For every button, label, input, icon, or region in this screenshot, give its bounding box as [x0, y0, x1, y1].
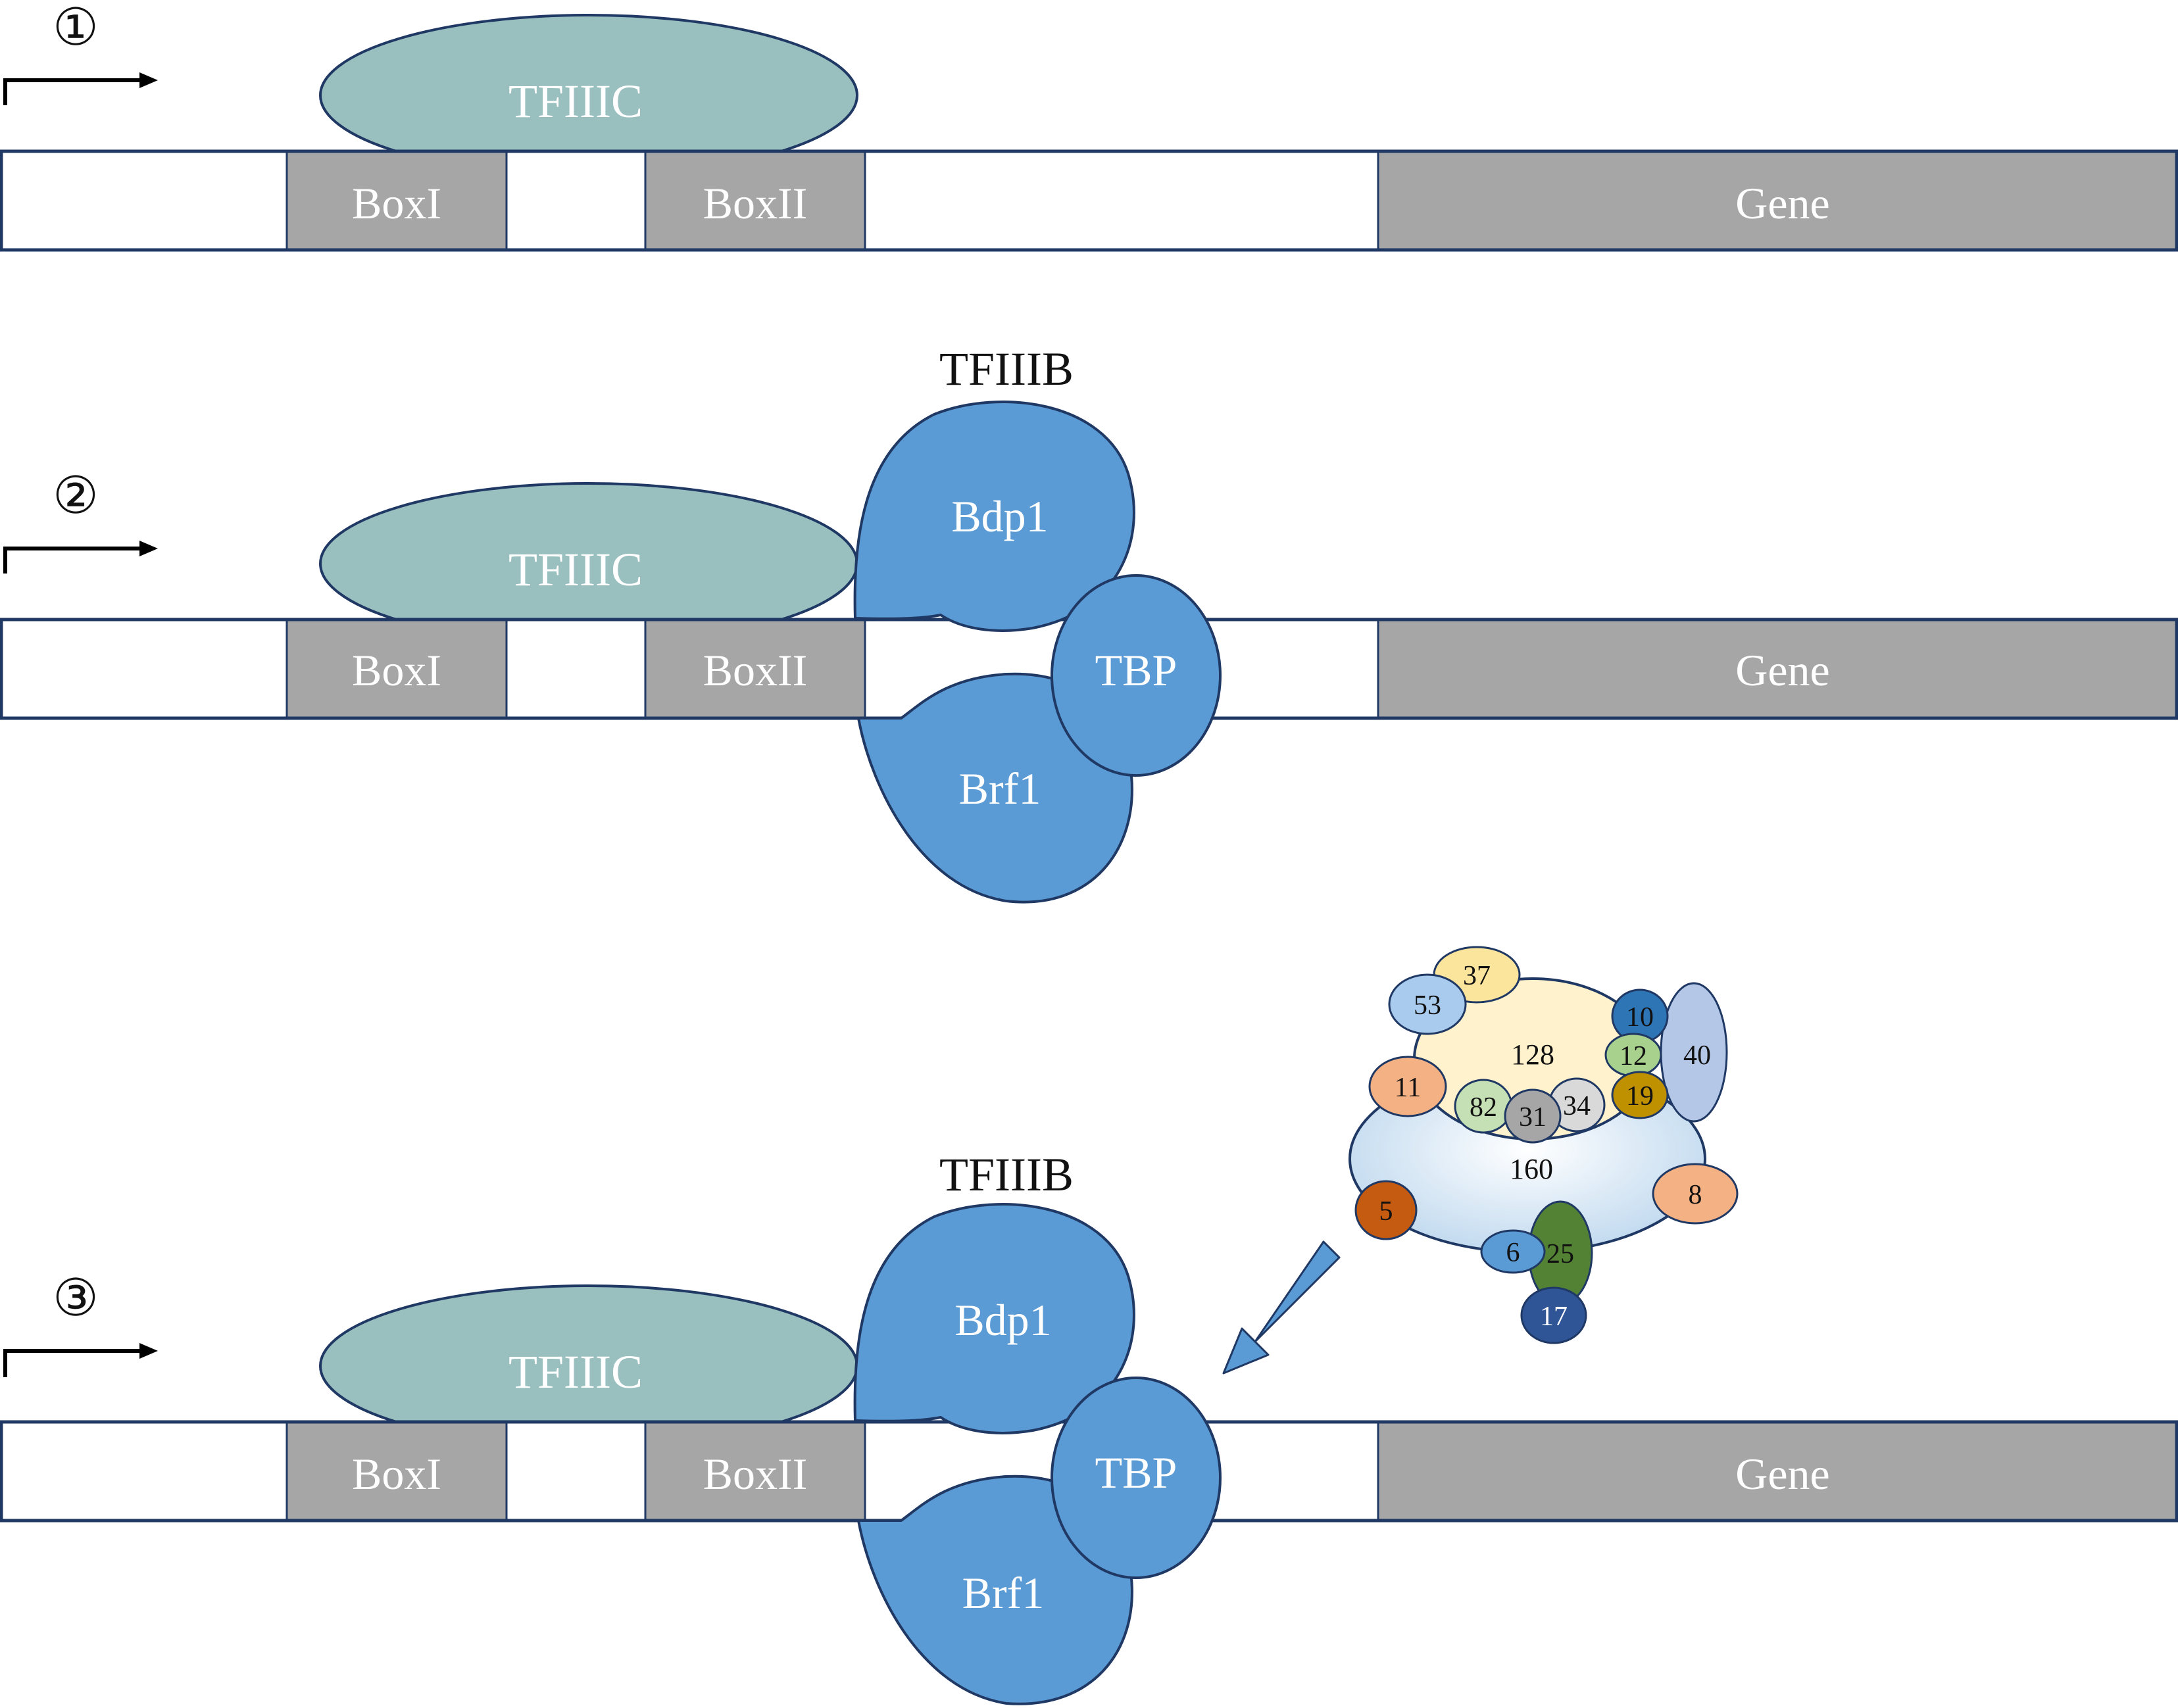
bdp1-label: Bdp1: [951, 491, 1048, 541]
tfiiic-label: TFIIIC: [508, 543, 643, 596]
step-2: ② TFIIIC BoxI BoxII Gene TFIIIB Bdp1 Brf…: [0, 343, 2178, 904]
gene-region: [1377, 150, 2178, 251]
dna-strand: [0, 149, 2178, 252]
bdp1-label: Bdp1: [954, 1295, 1051, 1345]
pol3-subunit-label: 10: [1626, 1002, 1654, 1033]
box-i-label: BoxI: [352, 178, 441, 228]
step-3-number: ③: [53, 1269, 99, 1327]
tbp-shape: [1051, 574, 1222, 777]
pol3-subunit-label: 19: [1626, 1081, 1654, 1111]
pol3-subunit-label: 8: [1689, 1180, 1702, 1210]
pol3-subunit-label: 53: [1414, 990, 1441, 1021]
pol3-subunit-53: [1388, 973, 1467, 1035]
pol3-subunit-label: 17: [1540, 1302, 1568, 1332]
pol3-subunit-17: [1520, 1286, 1587, 1344]
pol3-subunit-label: 25: [1547, 1239, 1574, 1269]
box-ii: [644, 150, 866, 251]
box-ii-label: BoxII: [703, 1449, 808, 1499]
brf1-label: Brf1: [959, 764, 1041, 814]
pol3-subunit-label: 12: [1620, 1041, 1647, 1071]
pol3-core-upper-label: 128: [1511, 1038, 1554, 1071]
brf1-shape: [856, 672, 1133, 904]
box-ii-label: BoxII: [703, 645, 808, 695]
pol3-subunit-31: [1504, 1088, 1562, 1144]
gene-region: [1377, 618, 2178, 720]
pol3-subunit-label: 11: [1395, 1073, 1421, 1103]
step-2-number: ②: [53, 467, 99, 524]
box-i-label: BoxI: [352, 1449, 441, 1499]
box-ii-label: BoxII: [703, 178, 808, 228]
tbp-label: TBP: [1095, 1448, 1177, 1498]
box-i: [285, 618, 508, 720]
step-1: ① TFIIIC BoxI BoxII Gene: [0, 0, 2178, 252]
brf1-shape: [856, 1475, 1133, 1705]
bdp1-shape: [853, 401, 1135, 632]
tfiiib-complex: TFIIIB Bdp1 Brf1 TBP: [853, 1148, 1222, 1705]
tbp-shape: [1051, 1377, 1222, 1579]
pol3-subunits: 40 37 53 10 12 19 11 82 34 31 5 8 25 6 17: [1354, 946, 1739, 1344]
pol3-core-lower-label: 160: [1510, 1153, 1553, 1185]
box-i-label: BoxI: [352, 645, 441, 695]
tfiiic-label: TFIIIC: [508, 75, 643, 128]
brf1-label: Brf1: [962, 1568, 1045, 1618]
pol3-subunit-11: [1368, 1056, 1447, 1117]
step-3: ③ TFIIIC BoxI BoxII Gene TFIIIB Bdp1 Brf…: [0, 946, 2178, 1705]
pol3-subunit-6: [1480, 1229, 1546, 1274]
pol3-subunit-label: 40: [1683, 1040, 1711, 1071]
tss-arrow-icon: [3, 1343, 158, 1377]
pol3-subunit-label: 34: [1563, 1091, 1591, 1121]
pol3-subunit-label: 5: [1379, 1196, 1393, 1227]
tfiiib-title: TFIIIB: [939, 343, 1074, 395]
pol3-subunit-label: 82: [1470, 1092, 1497, 1123]
tss-arrow-icon: [3, 72, 158, 105]
tss-arrow-icon: [3, 541, 158, 573]
box-ii: [644, 1421, 866, 1522]
box-ii: [644, 618, 866, 720]
tfiiic-label: TFIIIC: [508, 1346, 643, 1398]
pol3-subunit-label: 6: [1506, 1238, 1520, 1268]
pol3-subunit-label: 37: [1463, 961, 1491, 991]
recruitment-arrow-icon: [1222, 1240, 1341, 1375]
bdp1-shape: [853, 1203, 1135, 1434]
tbp-label: TBP: [1095, 645, 1177, 695]
tfiiib-complex: TFIIIB Bdp1 Brf1 TBP: [853, 343, 1222, 904]
gene-label: Gene: [1735, 1449, 1829, 1499]
gene-label: Gene: [1735, 178, 1829, 228]
step-1-number: ①: [53, 0, 99, 56]
pol3-subunit-label: 31: [1519, 1102, 1547, 1133]
tfiiib-title: TFIIIB: [939, 1148, 1074, 1201]
gene-label: Gene: [1735, 645, 1829, 695]
box-i: [285, 1421, 508, 1522]
pol3-subunit-19: [1611, 1071, 1669, 1119]
pol3-subunit-8: [1652, 1163, 1739, 1225]
pol3-subunit-5: [1354, 1180, 1418, 1240]
pol3-complex: 128 160 40 37 53 10 12 19 11 82 34 31 5 8 25 6 17: [1349, 946, 1739, 1344]
